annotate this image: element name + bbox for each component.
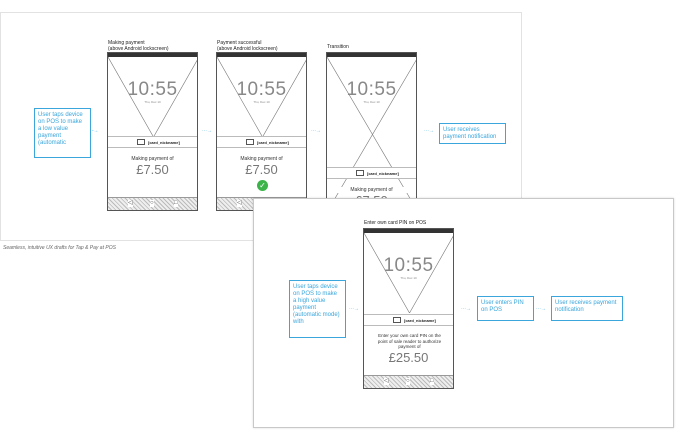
- phone-transition: 10:55 Thu, Dec 10 [card_nickname] Making…: [326, 52, 417, 211]
- home-icon[interactable]: ○: [150, 200, 154, 207]
- bottom-end-box: User receives payment notification: [551, 296, 623, 321]
- payment-message: Making payment of: [240, 156, 283, 162]
- payment-amount: £25.50: [388, 350, 429, 365]
- card-row: [card_nickname]: [364, 314, 453, 326]
- placeholder-cross: [364, 233, 453, 313]
- arrow-right: ⋯→: [311, 128, 321, 134]
- card-nickname: [card_nickname]: [404, 318, 436, 323]
- clock: 10:55: [346, 79, 397, 100]
- bottom-start-box: User taps device on POS to make a high v…: [289, 280, 346, 338]
- clock: 10:55: [383, 255, 434, 276]
- recent-apps-icon[interactable]: □: [430, 378, 434, 385]
- card-nickname: [card_nickname]: [257, 140, 289, 145]
- card-nickname: [card_nickname]: [148, 140, 180, 145]
- card-image-icon: [246, 139, 254, 145]
- date: Thu, Dec 10: [144, 100, 161, 104]
- arrow-right: -→: [92, 128, 99, 134]
- success-check-icon: ✓: [257, 180, 268, 191]
- android-nav-bar: ◁ ○ □: [108, 197, 197, 210]
- date: Thu, Dec 10: [253, 100, 270, 104]
- arrow-right: ⋯→: [536, 306, 546, 312]
- bottom-middle-box: User enters PIN on POS: [477, 296, 534, 321]
- android-nav-bar: ◁ ○ □: [364, 375, 453, 388]
- back-icon[interactable]: ◁: [384, 378, 389, 385]
- home-icon[interactable]: ○: [406, 378, 410, 385]
- placeholder-cross: [108, 57, 197, 137]
- clock: 10:55: [127, 79, 178, 100]
- card-nickname: [card_nickname]: [367, 171, 399, 176]
- payment-amount: £7.50: [245, 162, 278, 177]
- card-image-icon: [393, 317, 401, 323]
- card-row: [card_nickname]: [327, 167, 416, 179]
- screen-title: Transition: [327, 44, 349, 50]
- phone-making-payment: 10:55 Thu, Dec 10 [card_nickname] Making…: [107, 52, 198, 211]
- screen-title: Enter own card PIN on POS: [364, 220, 427, 226]
- payment-amount: £7.50: [136, 162, 169, 177]
- pin-instruction: Enter your own card PIN on the point of …: [377, 333, 442, 349]
- clock: 10:55: [236, 79, 287, 100]
- back-icon[interactable]: ◁: [128, 200, 133, 207]
- arrow-right: ⋯→: [349, 306, 359, 312]
- date: Thu, Dec 10: [363, 100, 380, 104]
- arrow-right: ⋯→: [424, 128, 434, 134]
- top-start-box: User taps device on POS to make a low va…: [34, 108, 91, 158]
- recent-apps-icon[interactable]: □: [174, 200, 178, 207]
- placeholder-cross: [217, 57, 306, 137]
- arrow-right: ⋯→: [202, 128, 212, 134]
- arrow-right: ⋯→: [461, 306, 471, 312]
- date: Thu, Dec 10: [400, 276, 417, 280]
- placeholder-cross: [327, 57, 416, 210]
- payment-message: Making payment of: [327, 187, 416, 193]
- card-image-icon: [356, 170, 364, 176]
- phone-enter-pin: 10:55 Thu, Dec 10 [card_nickname] Enter …: [363, 228, 454, 389]
- caption: Seamless, intuitive UX drafts for Tap & …: [3, 245, 116, 251]
- card-row: [card_nickname]: [108, 136, 197, 148]
- top-end-box: User receives payment notification: [439, 123, 506, 144]
- screen-title: Payment successful (above Android locksc…: [217, 40, 278, 52]
- card-row: [card_nickname]: [217, 136, 306, 148]
- card-image-icon: [137, 139, 145, 145]
- back-icon[interactable]: ◁: [237, 200, 242, 207]
- phone-payment-successful: 10:55 Thu, Dec 10 [card_nickname] Making…: [216, 52, 307, 211]
- screen-title: Making payment (above Android lockscreen…: [108, 40, 169, 52]
- payment-message: Making payment of: [131, 156, 174, 162]
